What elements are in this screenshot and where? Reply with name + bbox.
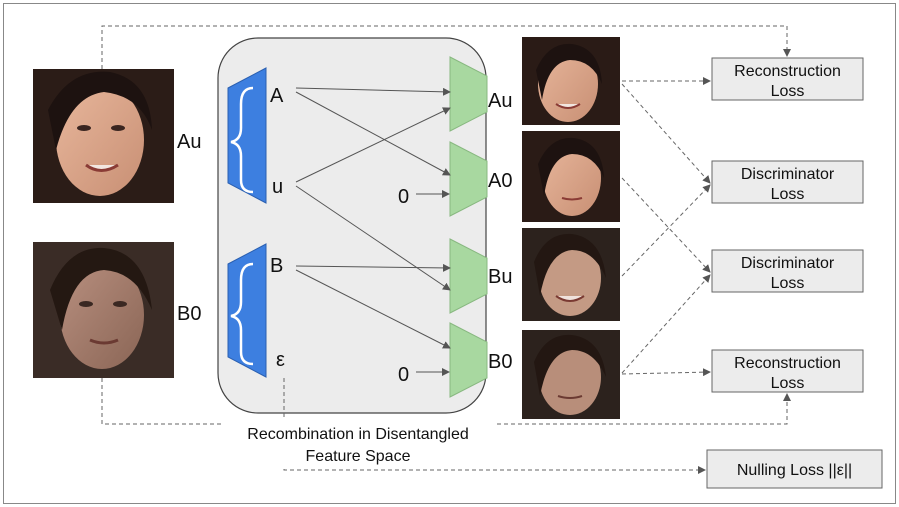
recombination-arrows	[295, 87, 451, 376]
decoder-b0	[449, 322, 488, 398]
svg-text:Loss: Loss	[771, 186, 805, 203]
loss-connectors	[101, 25, 791, 474]
output-label-b0: B0	[488, 351, 512, 373]
svg-text:Nulling Loss ||ε||: Nulling Loss ||ε||	[737, 462, 852, 479]
discriminator-loss-b: Discriminator Loss	[711, 249, 864, 293]
code-u-label: u	[272, 176, 283, 198]
zero-input-bottom: 0	[398, 364, 409, 386]
output-face-au	[522, 37, 620, 125]
encoder-bottom	[227, 243, 267, 378]
decoder-a0	[449, 141, 488, 217]
svg-text:Loss: Loss	[771, 375, 805, 392]
nulling-loss: Nulling Loss ||ε||	[706, 449, 883, 489]
input-face-au	[33, 69, 174, 203]
svg-text:Reconstruction: Reconstruction	[734, 355, 841, 372]
panel-caption-line1: Recombination in Disentangled	[247, 426, 468, 443]
code-b-label: B	[270, 255, 283, 277]
output-label-bu: Bu	[488, 266, 512, 288]
encoder-top	[227, 67, 267, 204]
panel-caption-line2: Feature Space	[306, 448, 411, 465]
svg-text:Loss: Loss	[771, 275, 805, 292]
encoder-bottom-brace	[230, 262, 254, 366]
input-label-b0: B0	[177, 303, 201, 325]
output-face-a0	[522, 131, 620, 222]
code-a-label: A	[270, 85, 284, 107]
svg-text:Discriminator: Discriminator	[741, 255, 835, 272]
svg-text:Discriminator: Discriminator	[741, 166, 835, 183]
encoder-top-brace	[230, 86, 254, 194]
reconstruction-loss-top: Reconstruction Loss	[711, 57, 864, 101]
reconstruction-loss-bottom: Reconstruction Loss	[711, 349, 864, 393]
recombination-panel	[217, 37, 487, 414]
decoder-au	[449, 56, 488, 132]
output-label-a0: A0	[488, 170, 512, 192]
svg-text:Reconstruction: Reconstruction	[734, 63, 841, 80]
caption-backdrop	[224, 420, 494, 466]
zero-input-top: 0	[398, 186, 409, 208]
code-eps-label: ε	[276, 349, 285, 371]
svg-text:Loss: Loss	[771, 83, 805, 100]
discriminator-loss-a: Discriminator Loss	[711, 160, 864, 204]
output-face-b0	[522, 330, 620, 419]
output-face-bu	[522, 228, 620, 321]
input-face-b0	[33, 242, 174, 378]
input-label-au: Au	[177, 131, 201, 153]
output-label-au: Au	[488, 90, 512, 112]
